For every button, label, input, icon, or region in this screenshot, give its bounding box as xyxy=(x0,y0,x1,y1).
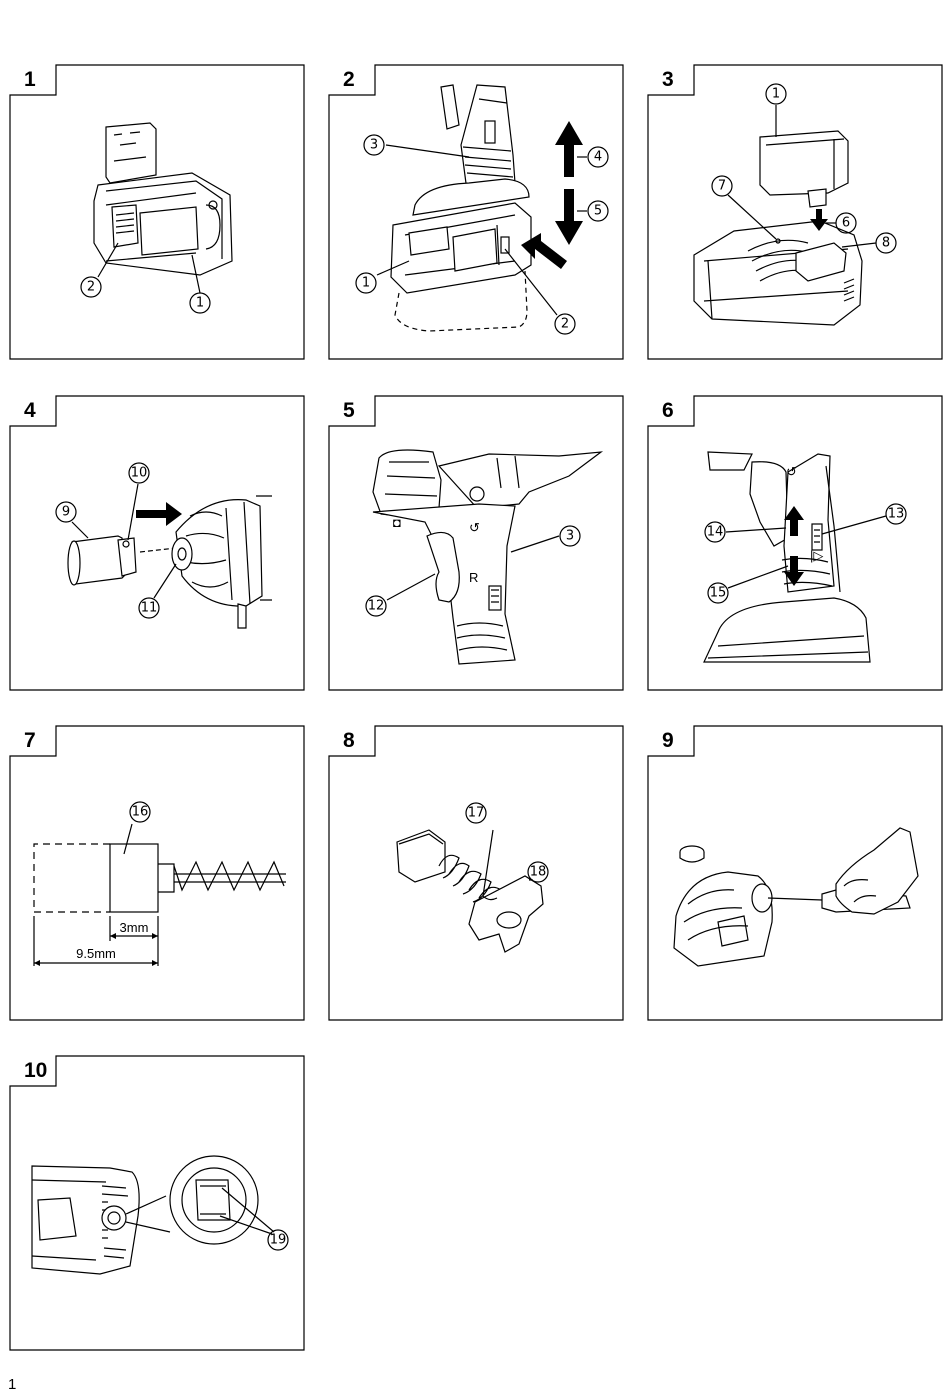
callout-11: 11 xyxy=(141,601,158,616)
tool-with-battery-illustration xyxy=(390,84,532,332)
callout-17: 17 xyxy=(468,806,485,821)
figure-10-number: 10 xyxy=(24,1059,48,1082)
figure-9-number: 9 xyxy=(662,729,674,752)
figure-3-frame: 1 7 6 8 xyxy=(647,64,943,360)
figure-10: 19 10 xyxy=(9,1055,305,1351)
figure-4: 9 10 11 4 xyxy=(9,395,305,691)
figure-3-number: 3 xyxy=(662,68,674,91)
callout-18: 18 xyxy=(530,865,547,880)
figure-5-number: 5 xyxy=(343,399,355,422)
figure-9: 9 xyxy=(647,725,943,1021)
page-number: 1 xyxy=(8,1376,17,1393)
callout-16: 16 xyxy=(132,805,149,820)
arrow-down-icon xyxy=(555,189,583,245)
figure-2: 3 4 5 1 2 2 xyxy=(328,64,624,360)
figure-6: ↺ |▷ 14 13 15 6 xyxy=(647,395,943,691)
svg-text:↺: ↺ xyxy=(469,520,480,535)
dimension-3mm: 3mm xyxy=(120,920,149,935)
figure-2-frame: 3 4 5 1 2 xyxy=(328,64,624,360)
figure-1-frame: 2 1 xyxy=(9,64,305,360)
figure-1: 2 1 1 xyxy=(9,64,305,360)
callout-6: 6 xyxy=(842,216,850,231)
figure-8-number: 8 xyxy=(343,729,355,752)
figure-7-number: 7 xyxy=(24,729,36,752)
figure-10-frame: 19 xyxy=(9,1055,305,1351)
figure-4-number: 4 xyxy=(24,399,36,422)
callout-12: 12 xyxy=(368,599,385,614)
callout-1: 1 xyxy=(196,296,204,311)
svg-text:R: R xyxy=(469,570,478,585)
figure-5: ◘ ↺ R 3 12 5 xyxy=(328,395,624,691)
figure-8-frame: 17 18 xyxy=(328,725,624,1021)
figure-7-frame: 3mm 9.5mm 16 xyxy=(9,725,305,1021)
figure-6-number: 6 xyxy=(662,399,674,422)
figure-6-frame: ↺ |▷ 14 13 15 xyxy=(647,395,943,691)
carbon-brush-wear-diagram xyxy=(33,823,286,913)
forward-reverse-switch-illustration: ↺ |▷ xyxy=(703,451,871,663)
callout-1: 1 xyxy=(362,276,370,291)
svg-text:◘: ◘ xyxy=(393,515,401,530)
figure-1-number: 1 xyxy=(24,68,36,91)
socket-and-anvil-illustration xyxy=(67,495,272,629)
callout-3: 3 xyxy=(370,138,378,153)
figure-3: 1 7 6 8 3 xyxy=(647,64,943,360)
push-arrow-icon xyxy=(136,502,182,526)
callout-13: 13 xyxy=(888,507,905,522)
insert-arrow-icon xyxy=(810,209,828,231)
figure-2-number: 2 xyxy=(343,68,355,91)
brush-cap-removal-illustration xyxy=(673,827,919,967)
callout-2: 2 xyxy=(561,317,569,332)
callout-8: 8 xyxy=(882,236,890,251)
svg-text:|▷: |▷ xyxy=(810,548,823,563)
figure-5-frame: ◘ ↺ R 3 12 xyxy=(328,395,624,691)
carbon-brush-illustration xyxy=(396,829,544,953)
callout-9: 9 xyxy=(62,505,70,520)
callout-5: 5 xyxy=(594,204,602,219)
callout-19: 19 xyxy=(270,1233,287,1248)
dimension-9-5mm: 9.5mm xyxy=(76,946,116,961)
callout-4: 4 xyxy=(594,150,602,165)
figure-7: 3mm 9.5mm 16 7 xyxy=(9,725,305,1021)
arrow-down-icon xyxy=(784,556,804,586)
callout-7: 7 xyxy=(718,179,726,194)
callout-10: 10 xyxy=(131,466,148,481)
figure-8: 17 18 8 xyxy=(328,725,624,1021)
callout-14: 14 xyxy=(707,525,724,540)
callout-2: 2 xyxy=(87,280,95,295)
callout-15: 15 xyxy=(710,586,727,601)
callout-1: 1 xyxy=(772,87,780,102)
callout-3: 3 xyxy=(566,529,574,544)
push-arrow-icon xyxy=(521,233,567,269)
figure-9-frame xyxy=(647,725,943,1021)
arrow-up-icon xyxy=(784,506,804,536)
brush-inspection-illustration xyxy=(31,1155,259,1275)
tool-handle-illustration: ◘ ↺ R xyxy=(372,449,604,665)
arrow-up-icon xyxy=(555,121,583,177)
figure-4-frame: 9 10 11 xyxy=(9,395,305,691)
svg-text:↺: ↺ xyxy=(786,464,797,479)
battery-pack-illustration xyxy=(93,122,233,276)
battery-and-charger-illustration xyxy=(693,130,863,326)
